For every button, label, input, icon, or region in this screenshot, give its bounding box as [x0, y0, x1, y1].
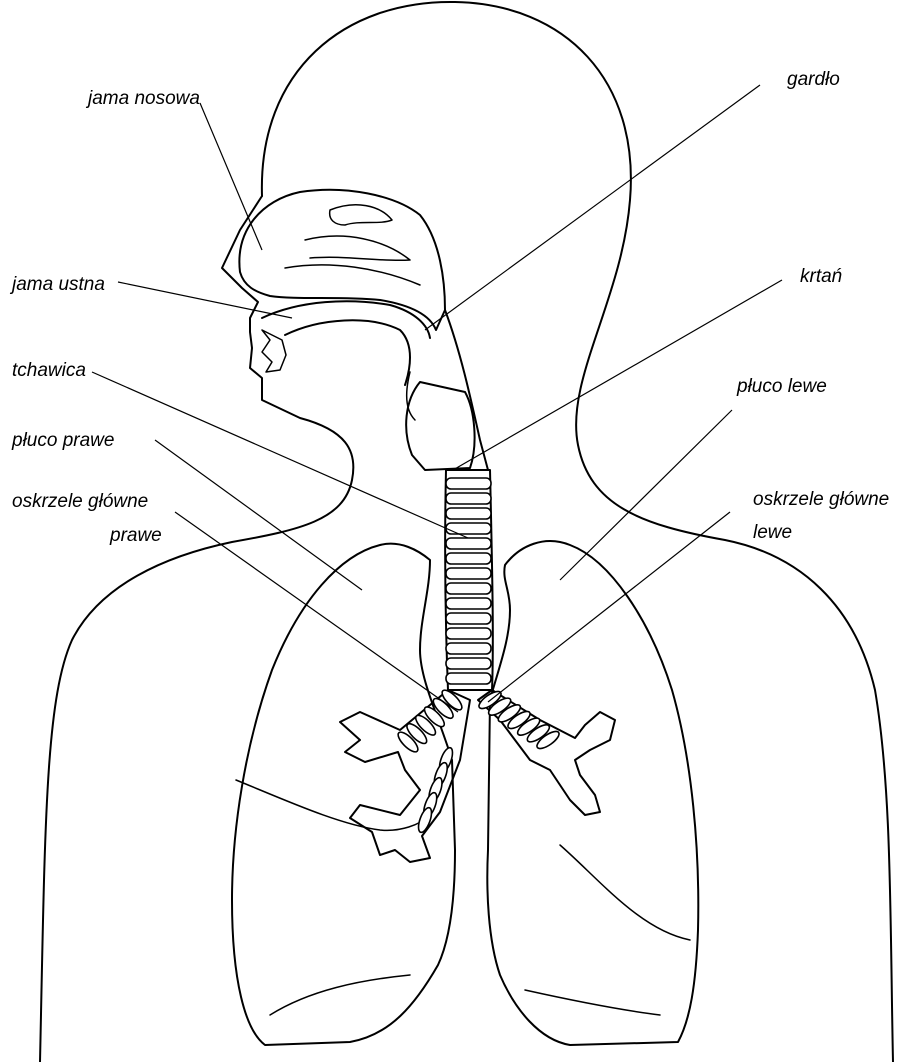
trachea-ring — [446, 643, 491, 654]
label-pluco-prawe: płuco prawe — [11, 430, 114, 451]
right-lung — [232, 544, 455, 1045]
leader-jama-nosowa — [200, 103, 262, 250]
left-bronchus — [476, 688, 615, 815]
label-tchawica: tchawica — [12, 360, 86, 381]
left-lung-lower-edge — [525, 990, 660, 1015]
trachea-ring — [446, 553, 491, 564]
nasal-concha-middle — [305, 236, 410, 260]
trachea-ring — [446, 628, 491, 639]
label-oskrzele-prawe-line2: prawe — [109, 525, 162, 546]
leader-pluco-lewe — [560, 410, 732, 580]
right-lung-fissure — [236, 780, 430, 830]
nasal-concha-upper — [330, 205, 392, 225]
nasal-cavity — [239, 190, 445, 330]
label-jama-ustna: jama ustna — [9, 274, 105, 295]
right-bronchus — [340, 687, 470, 862]
trachea-ring — [446, 568, 491, 579]
trachea-ring — [446, 538, 491, 549]
trachea-ring — [446, 523, 491, 534]
mouth-teeth — [262, 330, 286, 372]
label-oskrzele-lewe-line1: oskrzele główne — [753, 489, 889, 510]
larynx — [406, 382, 474, 470]
tongue — [285, 320, 410, 385]
leader-jama-ustna — [118, 282, 292, 318]
label-pluco-lewe: płuco lewe — [736, 376, 827, 397]
nasal-concha-lower — [285, 265, 420, 285]
trachea-ring — [446, 478, 491, 489]
leader-krtan — [453, 280, 782, 470]
leader-lines — [92, 85, 782, 712]
leader-gardlo — [425, 85, 760, 330]
trachea-ring — [446, 493, 491, 504]
label-gardlo: gardło — [787, 69, 840, 90]
label-oskrzele-prawe-line1: oskrzele główne — [12, 491, 148, 512]
bronchus-ring — [416, 806, 434, 834]
leader-oskrzele-lewe — [488, 512, 730, 702]
trachea-ring — [446, 613, 491, 624]
trachea-ring — [446, 658, 491, 669]
body-silhouette — [262, 2, 893, 1062]
leader-pluco-prawe — [155, 440, 362, 590]
label-jama-nosowa: jama nosowa — [85, 88, 200, 109]
trachea-ring — [446, 508, 491, 519]
trachea — [445, 470, 493, 690]
left-lung-fissure — [560, 845, 690, 940]
label-oskrzele-lewe-line2: lewe — [753, 522, 792, 543]
trachea-ring — [446, 673, 491, 684]
right-lung-lower-edge — [270, 975, 410, 1015]
trachea-ring — [446, 583, 491, 594]
label-krtan: krtań — [800, 266, 842, 287]
trachea-ring — [446, 598, 491, 609]
leader-oskrzele-prawe — [175, 512, 458, 712]
trachea-rings — [446, 478, 491, 684]
